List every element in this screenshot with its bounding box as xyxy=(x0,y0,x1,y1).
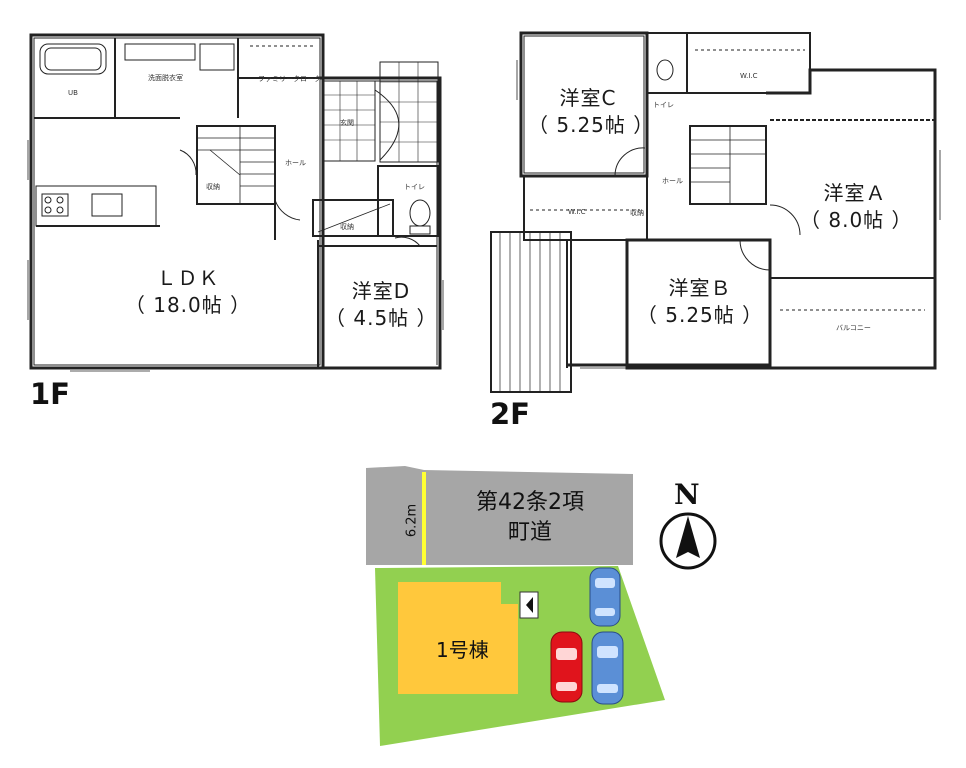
building-footprint xyxy=(398,582,518,694)
road-label-line1: 第42条2項 xyxy=(476,490,584,515)
hall-1f-label: ホール xyxy=(285,159,306,167)
compass-icon xyxy=(659,512,717,570)
building-label: 1号棟 xyxy=(436,638,489,662)
western-b-room-size: （ 5.25帖 ） xyxy=(636,303,764,327)
entrance-label: 玄関 xyxy=(340,119,354,127)
ldk-room-name: ＬＤＫ xyxy=(156,266,220,290)
floor-2-label: 2F xyxy=(490,397,530,431)
road-label-line2: 町道 xyxy=(507,520,552,545)
under-stairs-label: 収納 xyxy=(206,183,220,191)
toilet-2f-label: トイレ xyxy=(653,101,674,109)
western-c-room-size: （ 5.25帖 ） xyxy=(528,113,655,137)
western-d-room-label: 洋室D （ 4.5帖 ） xyxy=(325,278,437,332)
western-c-room-name: 洋室C xyxy=(559,86,617,110)
road-label: 第42条2項 町道 xyxy=(440,488,620,548)
wic-top-label: W.I.C xyxy=(740,72,758,80)
storage-2f-label: 収納 xyxy=(630,209,644,217)
road-area xyxy=(366,466,633,566)
wic-middle-label: W.I.C xyxy=(568,208,586,216)
western-c-room-label: 洋室C （ 5.25帖 ） xyxy=(528,85,655,139)
bath-label: UB xyxy=(68,89,78,97)
floor-1-walls xyxy=(27,33,444,372)
ldk-room-label: ＬＤＫ （ 18.0帖 ） xyxy=(118,265,258,319)
floor-1-label: 1F xyxy=(30,377,70,411)
ldk-room-size: （ 18.0帖 ） xyxy=(124,293,252,317)
wash-room-label: 洗面脱衣室 xyxy=(148,74,183,82)
western-a-room-name: 洋室Ａ xyxy=(823,181,887,205)
western-b-room-label: 洋室Ｂ （ 5.25帖 ） xyxy=(635,275,765,329)
family-closet-label: ファミリークローク xyxy=(258,75,321,83)
western-a-room-label: 洋室Ａ （ 8.0帖 ） xyxy=(800,180,913,234)
hall-2f-label: ホール xyxy=(662,177,683,185)
floor-2-walls xyxy=(490,31,941,393)
road-width-label: 6.2m xyxy=(404,503,420,538)
car-red xyxy=(550,631,583,703)
car-blue-top xyxy=(589,567,621,627)
car-blue-bottom xyxy=(591,631,624,705)
toilet-1f-label: トイレ xyxy=(404,183,425,191)
storage-1f-label: 収納 xyxy=(340,223,354,231)
western-a-room-size: （ 8.0帖 ） xyxy=(800,208,913,232)
western-d-room-size: （ 4.5帖 ） xyxy=(325,306,438,330)
western-d-room-name: 洋室D xyxy=(351,279,411,303)
compass-north-label: N xyxy=(674,478,700,511)
western-b-room-name: 洋室Ｂ xyxy=(668,276,732,300)
balcony-label: バルコニー xyxy=(836,324,871,332)
